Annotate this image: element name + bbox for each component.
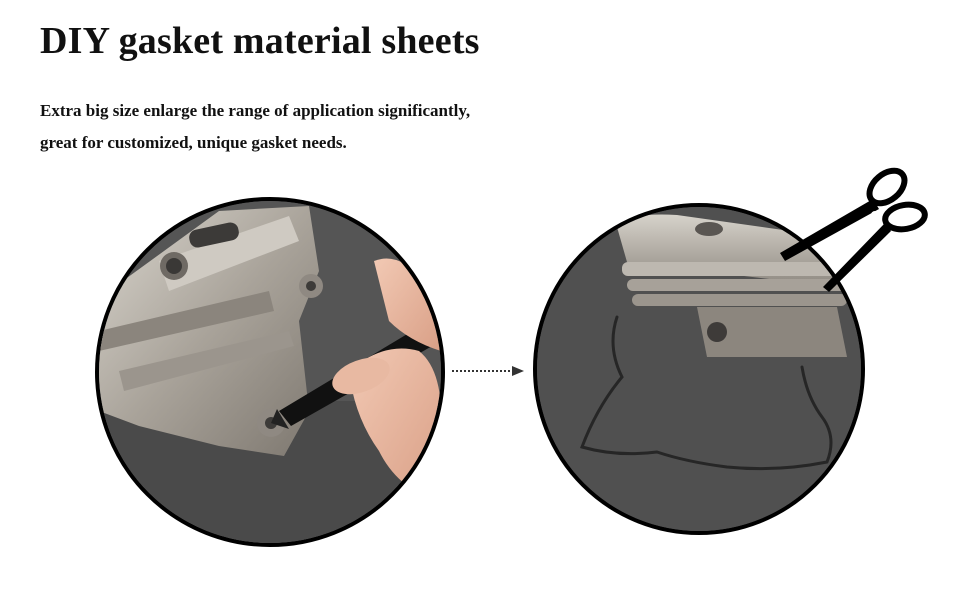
scissors-icon: [780, 167, 928, 292]
description: Extra big size enlarge the range of appl…: [40, 95, 470, 159]
traced-outline-photo: [533, 203, 865, 535]
description-line-2: great for customized, unique gasket need…: [40, 133, 347, 152]
dashed-arrow-right-icon: [452, 366, 524, 376]
marking-outline-photo: [95, 197, 445, 547]
marking-outline-illustration: [99, 201, 441, 543]
page-title: DIY gasket material sheets: [40, 20, 480, 62]
cylinder-part: [617, 214, 847, 357]
description-line-1: Extra big size enlarge the range of appl…: [40, 101, 471, 120]
traced-outline-illustration: [537, 207, 861, 531]
engine-part: [99, 206, 323, 456]
traced-outline: [580, 315, 833, 471]
